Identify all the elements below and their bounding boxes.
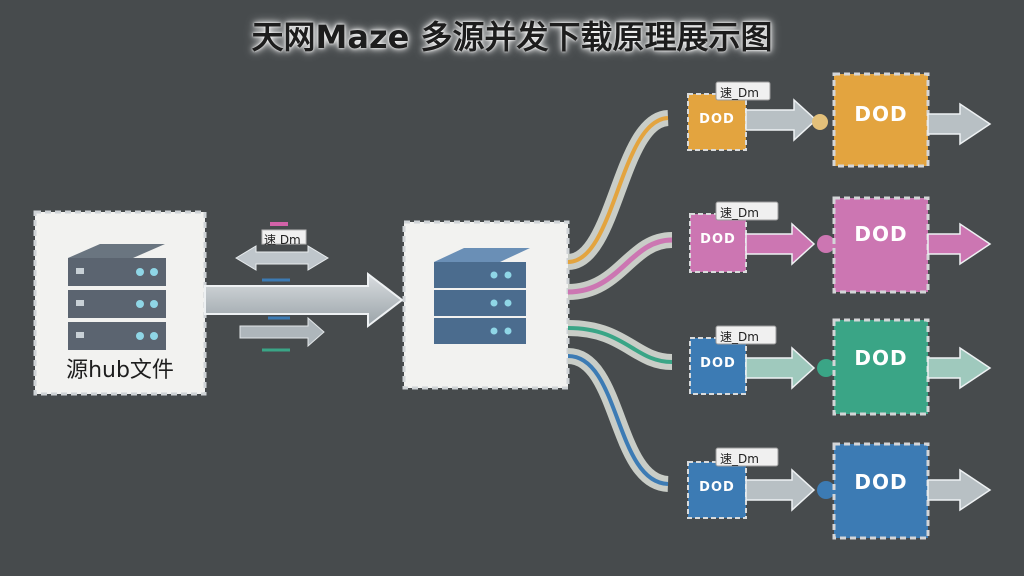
channel-blue (687, 442, 992, 540)
channel-orange-small-label: DOD (699, 112, 735, 127)
channel-blue-tag: 速_Dm (720, 452, 759, 466)
source-box (33, 210, 207, 396)
channel-green (689, 318, 992, 416)
left-link-label: 速 Dm (264, 233, 301, 247)
hub-server-icon (434, 248, 530, 344)
channel-green-tag: 速_Dm (720, 330, 759, 344)
diagram-title: 天网Maze 多源并发下载原理展示图 (251, 18, 773, 56)
channel-orange-tag: 速_Dm (720, 86, 759, 100)
channel-blue-big-label: DOD (854, 470, 908, 494)
channel-pink (689, 196, 992, 294)
source-label: 源hub文件 (66, 358, 174, 383)
channel-orange-big-label: DOD (854, 102, 908, 126)
channel-green-big-label: DOD (854, 346, 908, 370)
channel-blue-small-label: DOD (699, 480, 735, 495)
fanout-tubes (566, 110, 673, 492)
hub-box (402, 220, 570, 390)
channel-pink-big-label: DOD (854, 222, 908, 246)
channel-orange (687, 72, 992, 168)
channel-green-small-label: DOD (700, 356, 736, 371)
source-to-hub-link (204, 222, 404, 352)
channel-pink-small-label: DOD (700, 232, 736, 247)
source-server-icon (68, 244, 166, 350)
channel-pink-tag: 速_Dm (720, 206, 759, 220)
